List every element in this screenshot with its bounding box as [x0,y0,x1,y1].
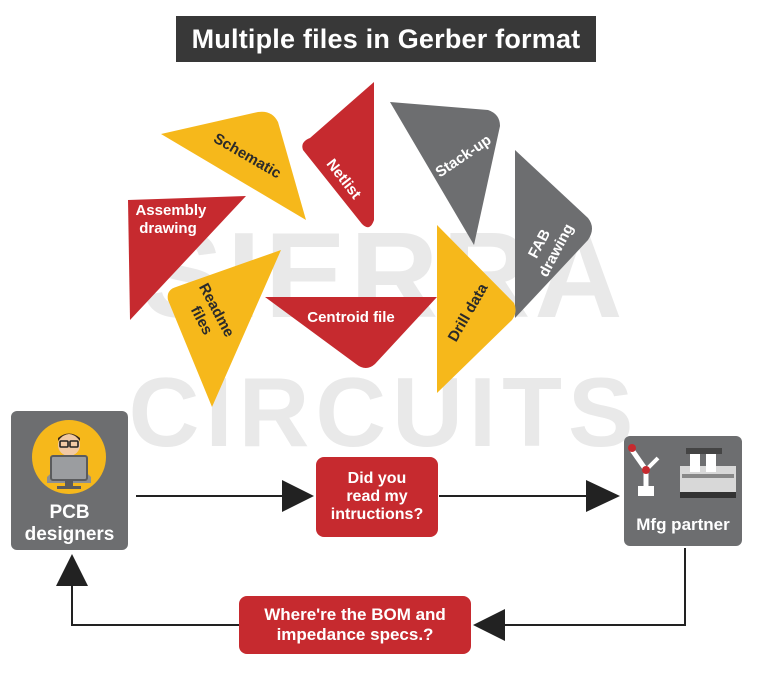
file-fab-drawing: FAB drawing [515,150,592,318]
centroid-label: Centroid file [307,309,395,326]
mfg-partner-card: Mfg partner [624,436,742,546]
file-drill-data: Drill data [437,225,516,393]
file-schematic: Schematic [161,111,306,220]
assembly-line-1: Assembly [135,202,207,219]
pcb-designers-card: PCB designers [11,411,128,550]
drill-data-shape [437,225,516,393]
file-readme-files: Readme files [167,250,281,407]
stack-up-shape [390,102,500,245]
pcb-designers-label: PCB designers [24,502,115,545]
question-bom-specs: Where're the BOM and impedance specs.? [239,596,471,654]
centroid-shape [265,297,437,368]
return-line-designer [71,586,239,626]
arrowhead-4 [56,554,88,586]
schematic-shape [161,111,306,220]
assembly-drawing-label: Assembly drawing [135,202,210,237]
file-netlist: Netlist [302,82,374,228]
question-instructions: Did you read my intructions? [316,457,438,537]
netlist-shape [302,82,374,228]
arrowhead-2 [586,480,620,512]
assembly-drawing-shape [128,196,246,320]
file-stack-up: Stack-up [390,102,500,245]
fab-drawing-shape [515,150,592,318]
assembly-line-2: drawing [139,220,197,237]
designer-at-computer-icon [32,420,106,494]
robot-arm-machine-icon [628,444,736,498]
readme-files-shape [167,250,281,407]
file-centroid: Centroid file [265,297,437,368]
mfg-partner-label: Mfg partner [636,515,730,534]
return-line-mfg [505,548,686,626]
diagram-title: Multiple files in Gerber format [176,16,596,62]
arrowhead-1 [282,480,314,512]
file-assembly-drawing: Assembly drawing [128,196,246,320]
arrowhead-3 [473,609,505,641]
